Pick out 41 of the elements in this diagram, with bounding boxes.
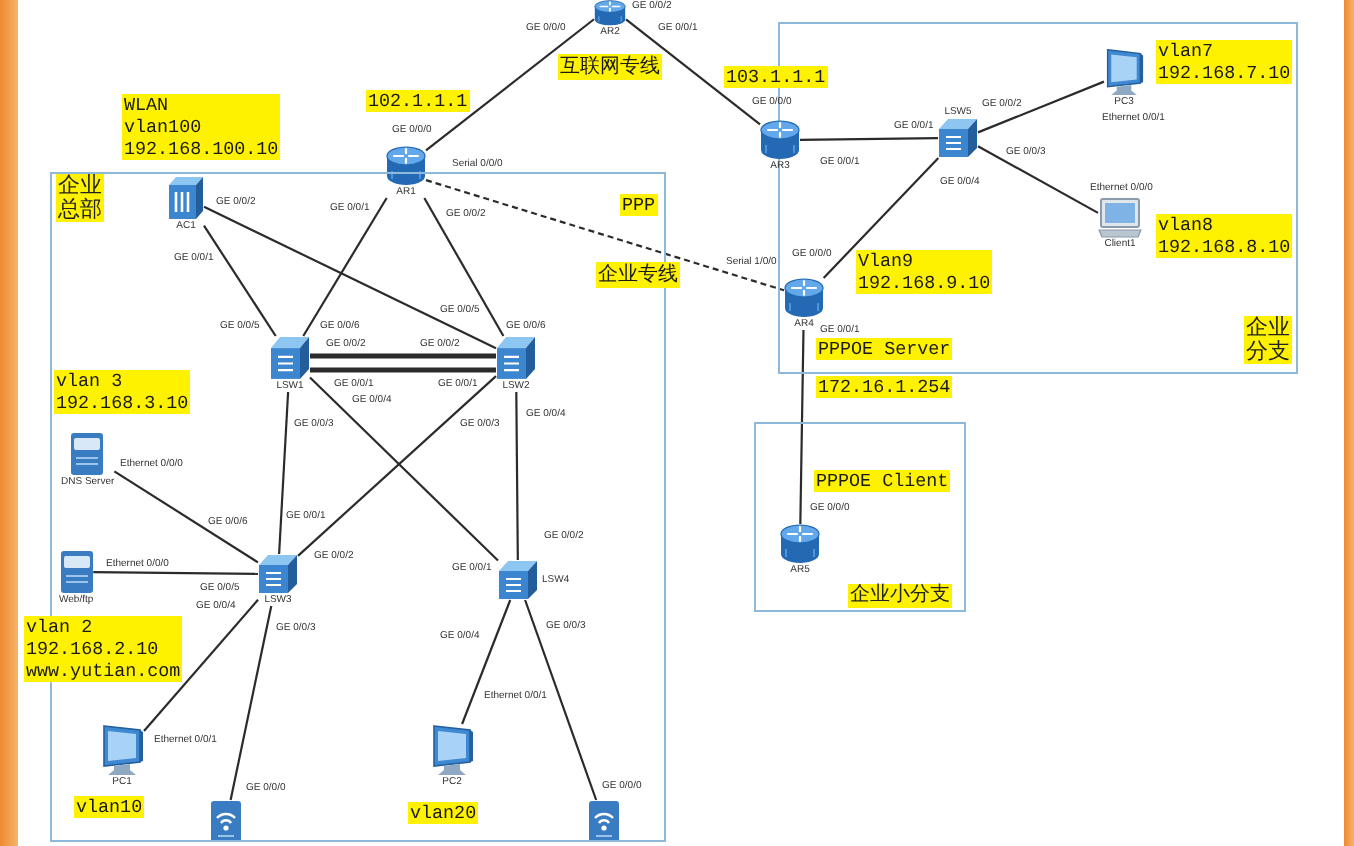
highlighted-note: PPPOE Client bbox=[814, 470, 951, 492]
site-label: 企业总部 bbox=[56, 174, 104, 222]
highlighted-note: vlan7 192.168.7.10 bbox=[1156, 40, 1293, 84]
link-line bbox=[113, 470, 259, 564]
link-line bbox=[799, 330, 805, 524]
link-line bbox=[203, 225, 277, 337]
link-label: 互联网专线 bbox=[558, 54, 662, 80]
link-line bbox=[800, 137, 938, 141]
highlighted-note: Vlan9 192.168.9.10 bbox=[856, 250, 993, 294]
highlighted-note: 172.16.1.254 bbox=[816, 376, 953, 398]
link-line bbox=[977, 145, 1099, 214]
link-label: PPP bbox=[620, 194, 658, 216]
site-label: 企业分支 bbox=[1244, 316, 1292, 364]
link-line bbox=[822, 157, 940, 279]
highlighted-note: vlan8 192.168.8.10 bbox=[1156, 214, 1293, 258]
link-line bbox=[423, 197, 505, 337]
link-line bbox=[625, 18, 761, 126]
link-line bbox=[310, 353, 496, 359]
dashed-link-line bbox=[425, 179, 785, 292]
highlighted-note: PPPOE Server bbox=[816, 338, 953, 360]
link-line bbox=[203, 205, 497, 350]
highlighted-note: vlan20 bbox=[408, 802, 479, 824]
link-line bbox=[278, 391, 290, 555]
highlighted-note: WLAN vlan100 192.168.100.10 bbox=[122, 94, 281, 160]
highlighted-note: 103.1.1.1 bbox=[724, 66, 828, 88]
link-line bbox=[425, 18, 595, 152]
link-line bbox=[143, 599, 259, 732]
link-line bbox=[93, 571, 258, 575]
highlighted-note: vlan 2 192.168.2.10 www.yutian.com bbox=[24, 616, 183, 682]
highlighted-note: vlan10 bbox=[74, 796, 145, 818]
link-line bbox=[977, 80, 1105, 134]
link-line bbox=[515, 392, 519, 560]
link-line bbox=[229, 605, 273, 801]
link-line bbox=[310, 367, 496, 373]
link-line bbox=[302, 197, 388, 337]
highlighted-note: 102.1.1.1 bbox=[366, 90, 470, 112]
link-label: 企业专线 bbox=[596, 262, 680, 288]
link-line bbox=[524, 599, 598, 801]
site-label: 企业小分支 bbox=[848, 584, 952, 608]
link-line bbox=[461, 599, 512, 725]
highlighted-note: vlan 3 192.168.3.10 bbox=[54, 370, 191, 414]
